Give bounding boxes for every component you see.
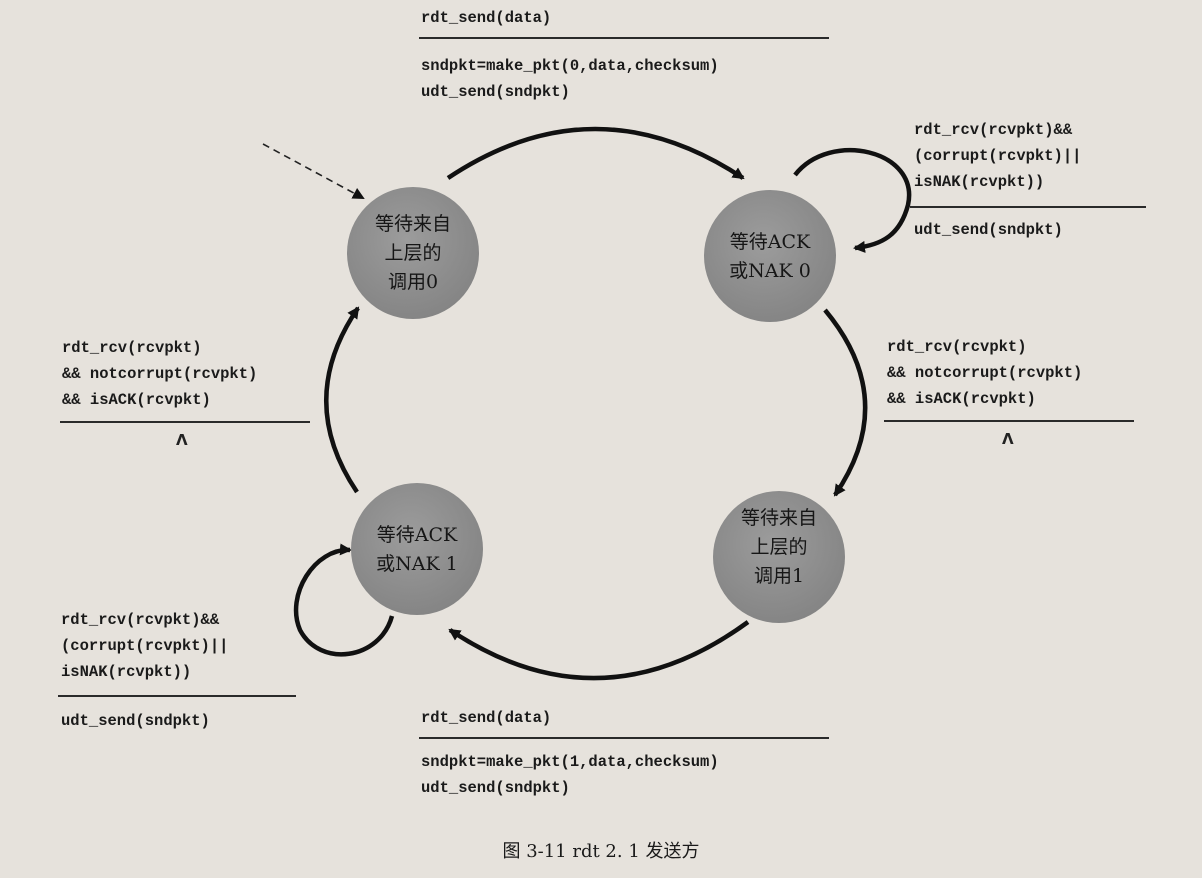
state-label-line: 或NAK 0 (729, 260, 811, 282)
ack1-event-line3: && isACK(rcvpkt) (62, 391, 211, 409)
resend0-divider (910, 206, 1146, 208)
arrow-ack0 (823, 308, 868, 497)
state-label-line: 等待来自 (374, 213, 451, 235)
ack0-event-line2: && notcorrupt(rcvpkt) (887, 364, 1083, 382)
resend0-event-line2: (corrupt(rcvpkt)|| (914, 147, 1082, 165)
arrow-resend1 (293, 543, 395, 657)
arrow-send0 (446, 126, 745, 180)
resend1-event-line3: isNAK(rcvpkt)) (61, 663, 192, 681)
ack1-event-line2: && notcorrupt(rcvpkt) (62, 365, 258, 383)
resend1-event-line1: rdt_rcv(rcvpkt)&& (61, 611, 220, 629)
state-label-line: 等待来自 (740, 507, 817, 529)
resend1-event-line2: (corrupt(rcvpkt)|| (61, 637, 229, 655)
ack1-divider (60, 421, 310, 423)
send0-event: rdt_send(data) (421, 9, 552, 27)
initial-state-arrow (262, 143, 365, 199)
resend1-action: udt_send(sndpkt) (61, 712, 210, 730)
resend0-action: udt_send(sndpkt) (914, 221, 1063, 239)
state-label-line: 调用0 (387, 271, 439, 293)
state-label-line: 等待ACK (729, 231, 811, 253)
resend0-event-line3: isNAK(rcvpkt)) (914, 173, 1045, 191)
state-wait-call-0 (347, 187, 479, 319)
send1-event: rdt_send(data) (421, 709, 552, 727)
state-label-line: 上层的 (384, 242, 442, 264)
send1-divider (419, 737, 829, 739)
send0-divider (419, 37, 829, 39)
send0-action-udt-send: udt_send(sndpkt) (421, 83, 570, 101)
send1-action-make-pkt: sndpkt=make_pkt(1,data,checksum) (421, 753, 719, 771)
state-label-wait-ack-nak-1: 等待ACK 或NAK 1 (352, 521, 482, 579)
ack0-action-lambda: Λ (1002, 430, 1014, 448)
ack0-event-line1: rdt_rcv(rcvpkt) (887, 338, 1027, 356)
state-label-wait-call-0: 等待来自 上层的 调用0 (353, 210, 473, 297)
state-wait-ack-nak-1 (351, 483, 483, 615)
state-label-wait-ack-nak-0: 等待ACK 或NAK 0 (705, 228, 835, 286)
state-wait-call-1 (713, 491, 845, 623)
send0-action-make-pkt: sndpkt=make_pkt(0,data,checksum) (421, 57, 719, 75)
state-label-line: 或NAK 1 (376, 553, 458, 575)
state-label-line: 调用1 (753, 565, 805, 587)
state-label-line: 上层的 (750, 536, 808, 558)
state-label-line: 等待ACK (376, 524, 458, 546)
figure-caption: 图 3-11 rdt 2. 1 发送方 (502, 841, 700, 862)
send1-action-udt-send: udt_send(sndpkt) (421, 779, 570, 797)
arrow-resend0 (793, 148, 912, 253)
ack0-event-line3: && isACK(rcvpkt) (887, 390, 1036, 408)
arrow-ack1 (324, 306, 360, 494)
ack0-divider (884, 420, 1134, 422)
arrow-send1 (448, 620, 750, 681)
state-label-wait-call-1: 等待来自 上层的 调用1 (719, 504, 839, 591)
resend1-divider (58, 695, 296, 697)
ack1-event-line1: rdt_rcv(rcvpkt) (62, 339, 202, 357)
ack1-action-lambda: Λ (176, 431, 188, 449)
resend0-event-line1: rdt_rcv(rcvpkt)&& (914, 121, 1073, 139)
state-wait-ack-nak-0 (704, 190, 836, 322)
